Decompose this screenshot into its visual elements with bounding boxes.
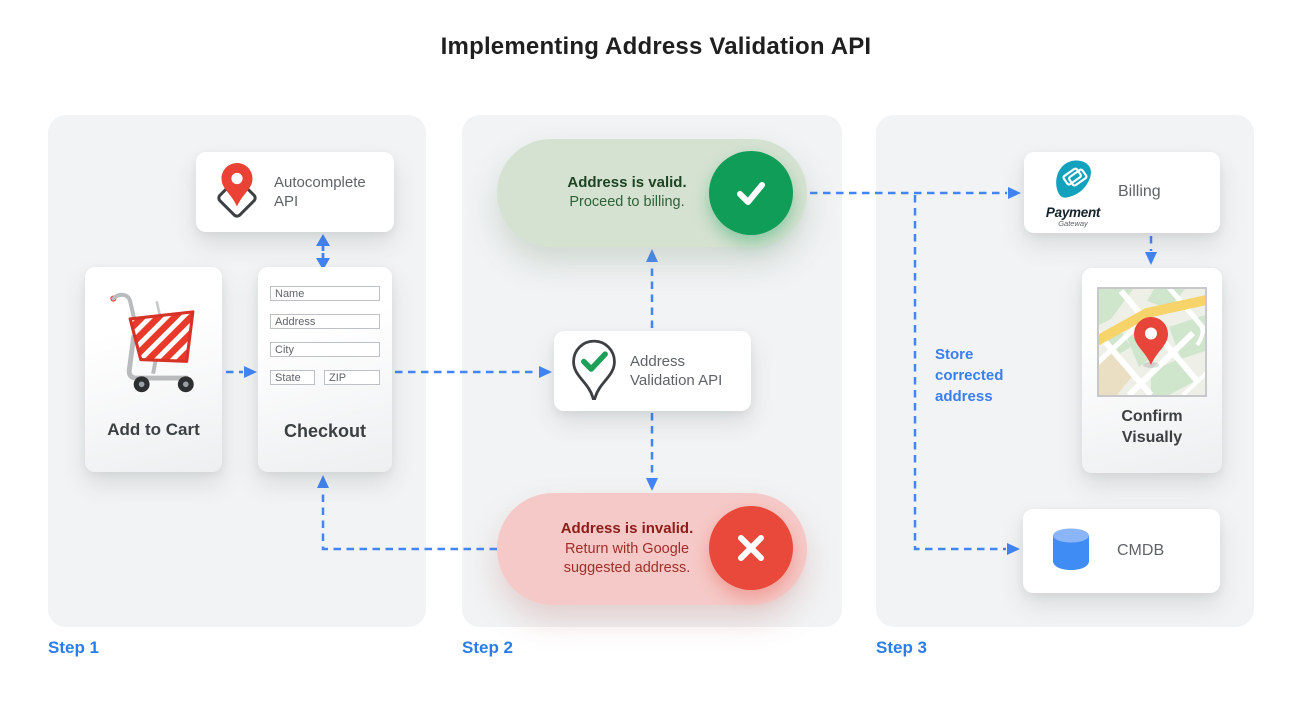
page-title: Implementing Address Validation API: [440, 33, 872, 60]
pin-with-check-icon: [568, 338, 620, 405]
address-validation-api-card: Address Validation API: [554, 331, 751, 411]
billing-card: Payment Gateway Billing: [1024, 152, 1220, 233]
map-thumbnail: [1097, 287, 1207, 397]
confirm-visually-card: Confirm Visually: [1082, 268, 1222, 473]
address-field: Address: [270, 314, 380, 329]
payment-gateway-icon: [1051, 157, 1095, 204]
payment-gateway-logo: Payment Gateway: [1040, 157, 1106, 228]
state-field: State: [270, 370, 315, 385]
map-pin-diamond-icon: [208, 160, 266, 225]
step-3-label: Step 3: [876, 638, 928, 657]
shopping-cart-icon: [101, 281, 207, 406]
address-valid-pill: Address is valid. Proceed to billing.: [497, 139, 807, 247]
payment-logo-subtitle: Gateway: [1058, 219, 1088, 228]
valid-heading: Address is valid.: [567, 174, 687, 192]
name-field: Name: [270, 286, 380, 301]
zip-field: ZIP: [324, 370, 380, 385]
checkout-label: Checkout: [283, 421, 366, 441]
city-field: City: [270, 342, 380, 357]
checkout-form: Name Address City State ZIP: [270, 286, 380, 385]
step-2-label: Step 2: [462, 638, 514, 657]
cmdb-card: CMDB: [1023, 509, 1220, 593]
address-invalid-pill: Address is invalid. Return with Google s…: [497, 493, 807, 605]
address-validation-api-label: Address Validation API: [630, 352, 723, 390]
x-circle-icon: [709, 506, 793, 590]
add-to-cart-card: Add to Cart: [85, 267, 222, 472]
confirm-visually-label: Confirm Visually: [1121, 408, 1183, 447]
step-1-label: Step 1: [48, 638, 100, 657]
payment-logo-title: Payment: [1045, 205, 1101, 220]
checkout-card: Name Address City State ZIP Checkout: [258, 267, 392, 472]
billing-label: Billing: [1118, 183, 1161, 201]
invalid-heading: Address is invalid.: [560, 520, 694, 538]
cmdb-label: CMDB: [1117, 541, 1165, 559]
store-corrected-address-note: Store corrected address: [935, 346, 1004, 405]
autocomplete-api-card: Autocomplete API: [196, 152, 394, 232]
autocomplete-api-label: Autocomplete API: [274, 173, 366, 211]
valid-body: Proceed to billing.: [569, 194, 685, 211]
database-icon: [1047, 526, 1095, 577]
invalid-body: Return with Google suggested address.: [563, 540, 691, 577]
check-circle-icon: [709, 151, 793, 235]
add-to-cart-label: Add to Cart: [107, 420, 200, 439]
